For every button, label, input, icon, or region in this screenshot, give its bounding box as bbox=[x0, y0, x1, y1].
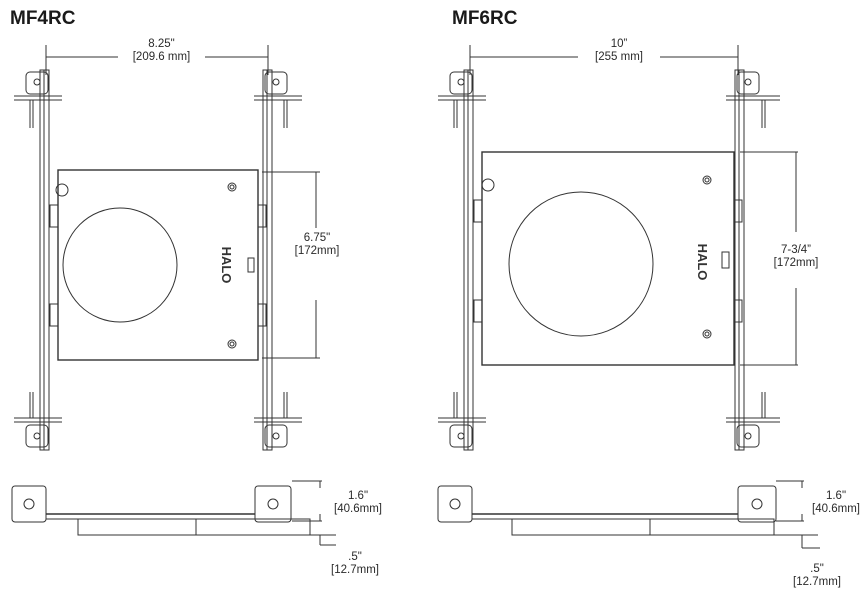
mf6rc-depth-mm: [40.6mm] bbox=[812, 503, 860, 515]
mf6rc-height-mm: [172mm] bbox=[773, 257, 819, 269]
mf4rc-height-dimension: 6.75" [172mm] bbox=[286, 232, 348, 258]
mf6rc-offset-dimension: .5" [12.7mm] bbox=[788, 563, 846, 589]
mf6rc-offset-mm: [12.7mm] bbox=[793, 576, 841, 588]
mf6rc-depth-inches: 1.6" bbox=[825, 490, 847, 502]
mf6rc-width-mm: [255 mm] bbox=[595, 51, 643, 63]
mf6rc-offset-inches: .5" bbox=[810, 563, 824, 575]
mf4rc-side-view bbox=[11, 480, 336, 546]
mf6rc-title: MF6RC bbox=[452, 8, 518, 29]
mf6rc-width-inches: 10” bbox=[610, 38, 628, 50]
mf4rc-depth-inches: 1.6" bbox=[347, 490, 369, 502]
mf6rc-side-view bbox=[437, 480, 820, 549]
mf4rc-width-mm: [209.6 mm] bbox=[132, 51, 191, 63]
mf4rc-depth-dimension: 1.6" [40.6mm] bbox=[328, 490, 388, 516]
mf4rc-height-mm: [172mm] bbox=[294, 245, 340, 257]
mf4rc-title: MF4RC bbox=[10, 8, 76, 29]
mf6rc-logo: HALO bbox=[695, 244, 710, 281]
mf4rc-offset-inches: .5" bbox=[348, 551, 362, 563]
mf4rc-width-dimension: 8.25" [209.6 mm] bbox=[118, 38, 205, 64]
mf6rc-height-inches: 7-3/4” bbox=[780, 244, 812, 256]
mf4rc-height-inches: 6.75" bbox=[303, 232, 331, 244]
mf6rc-height-dimension: 7-3/4” [172mm] bbox=[760, 244, 832, 270]
mf6rc-top-view bbox=[438, 45, 798, 451]
mf6rc-width-dimension: 10” [255 mm] bbox=[578, 38, 660, 64]
mf4rc-offset-mm: [12.7mm] bbox=[331, 564, 379, 576]
mf4rc-depth-mm: [40.6mm] bbox=[334, 503, 382, 515]
mf4rc-offset-dimension: .5" [12.7mm] bbox=[326, 551, 384, 577]
mf4rc-top-view bbox=[14, 45, 320, 451]
mf4rc-logo: HALO bbox=[219, 247, 234, 284]
mf4rc-width-inches: 8.25" bbox=[148, 38, 175, 50]
mf6rc-depth-dimension: 1.6" [40.6mm] bbox=[806, 490, 866, 516]
